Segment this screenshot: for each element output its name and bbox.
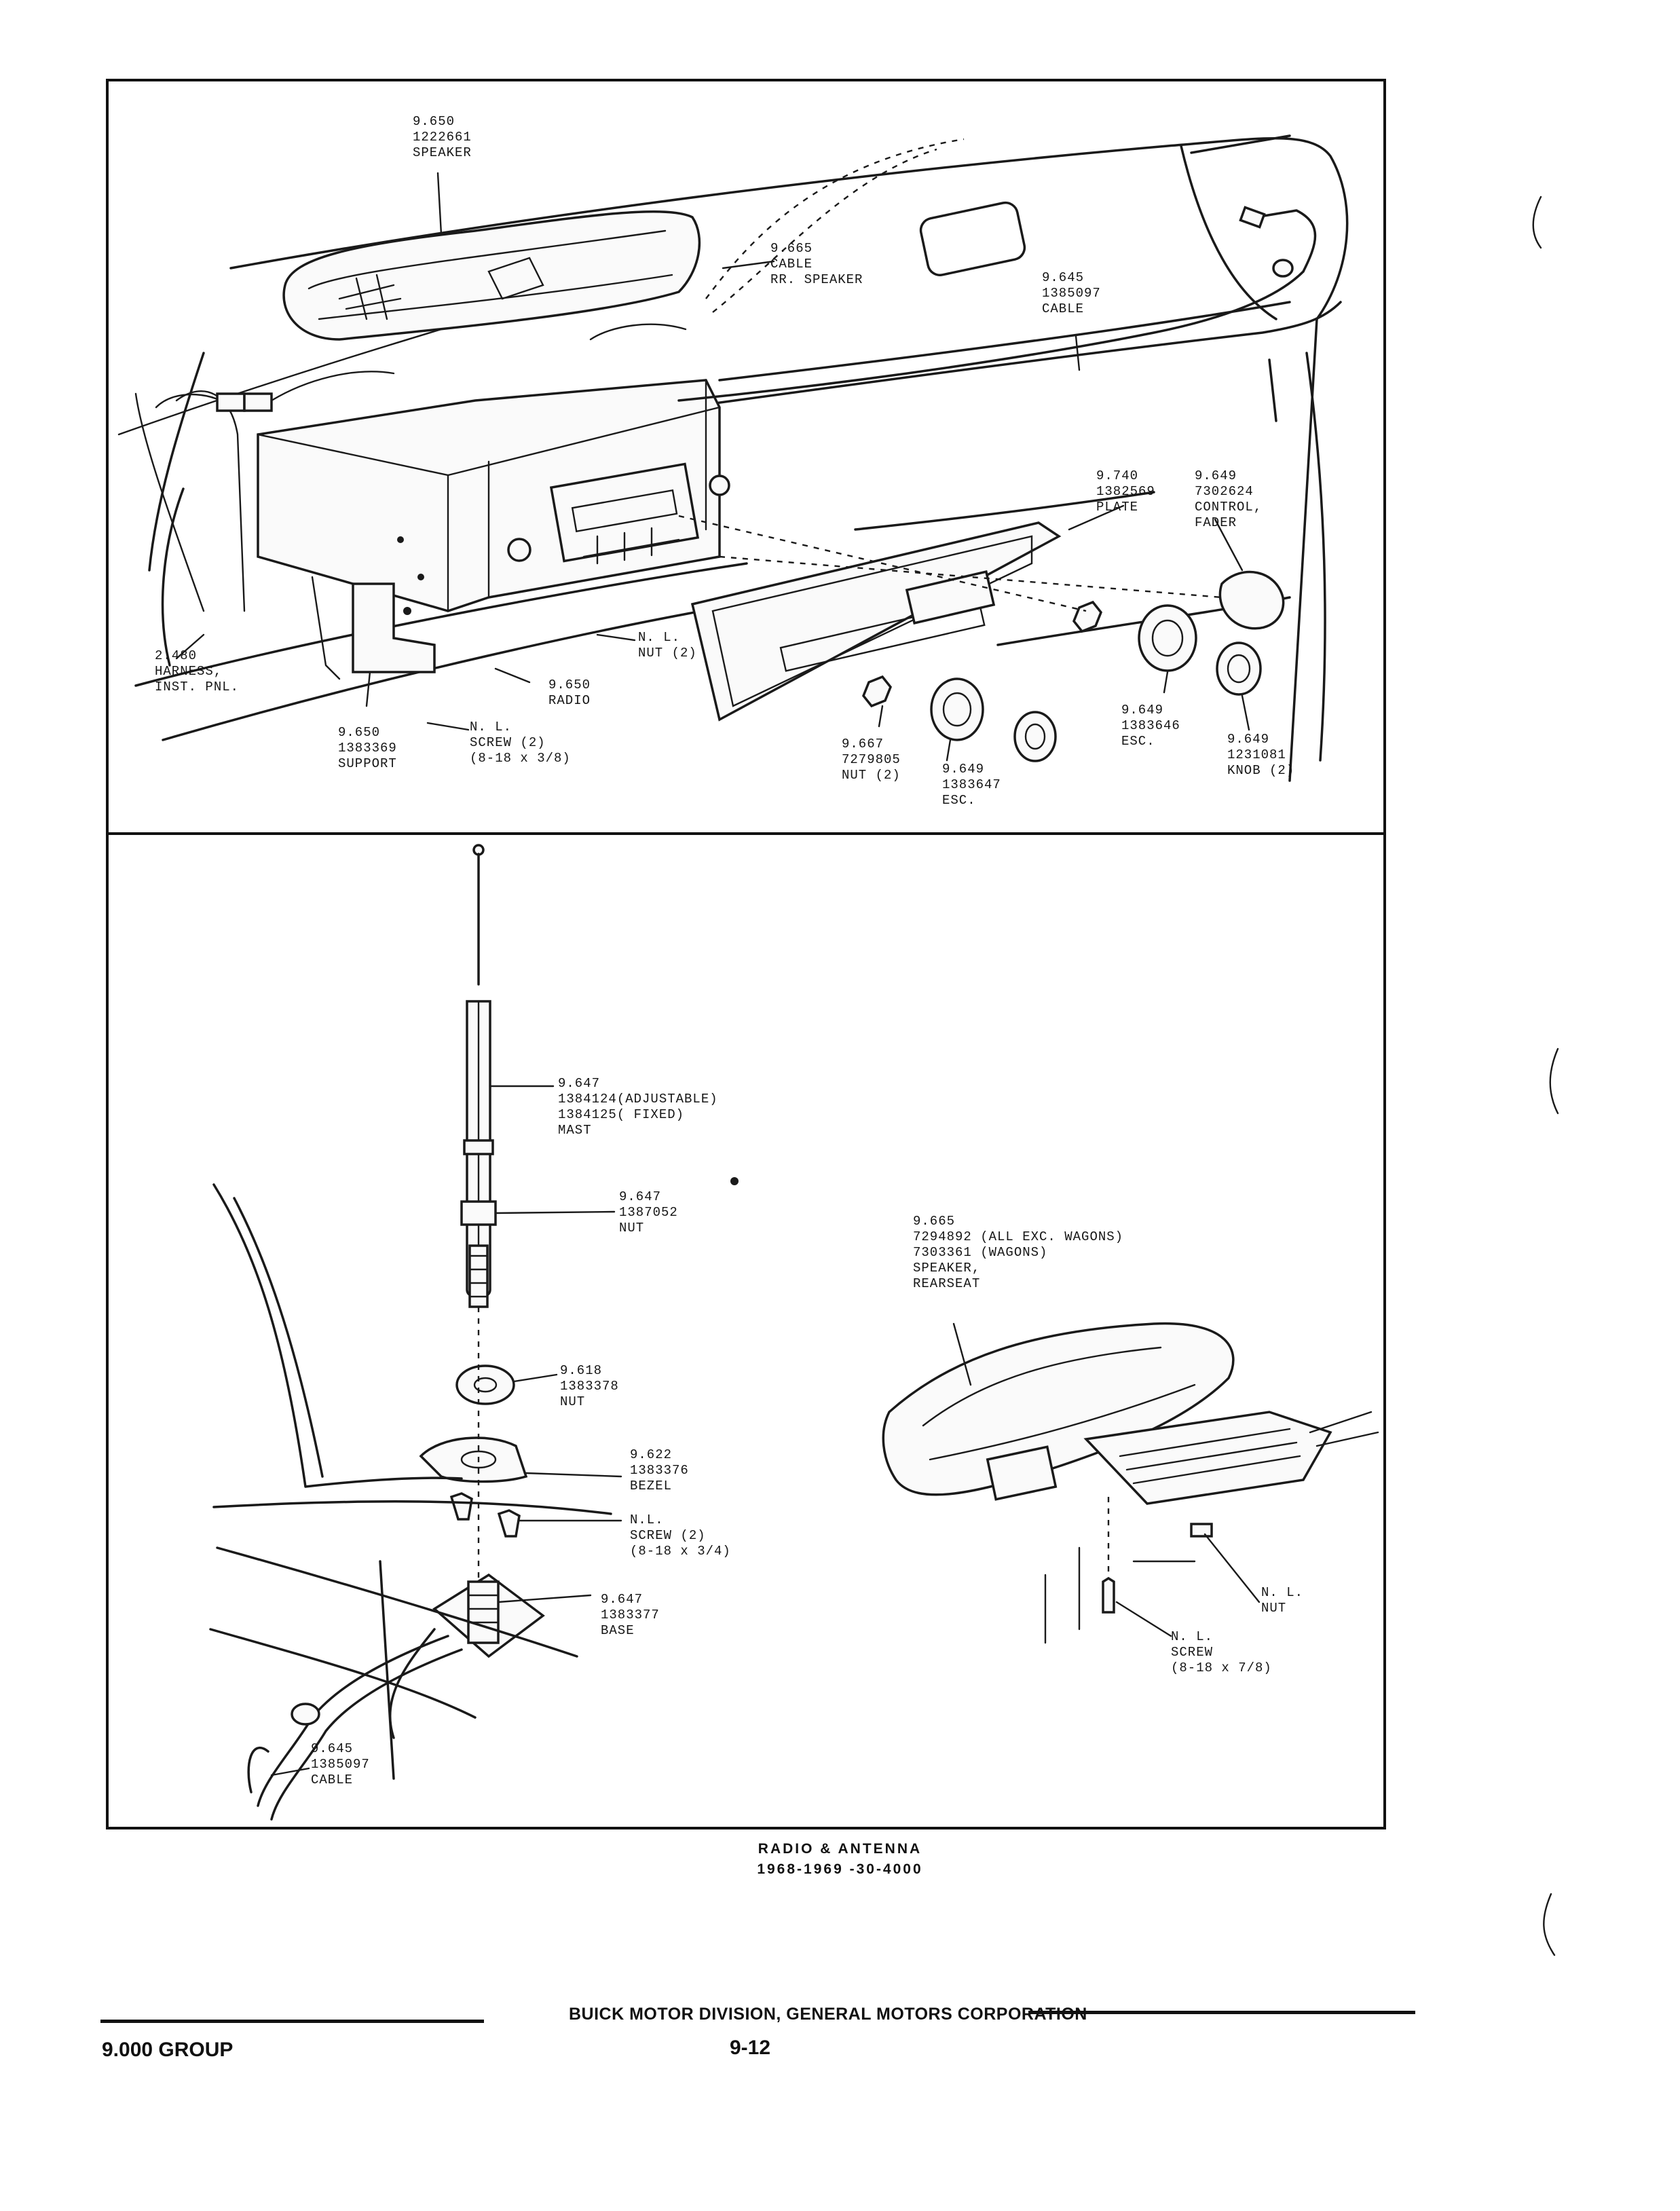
label-screw-nl-mid: N.L.SCREW (2)(8-18 x 3/4) — [630, 1512, 731, 1559]
antenna-cable-top-drawing — [677, 206, 1317, 402]
label-screw-nl-bottom: N. L.SCREW(8-18 x 7/8) — [1171, 1629, 1272, 1675]
diagram-frame — [106, 79, 1386, 1829]
glovebox-opening — [919, 201, 1026, 276]
scan-dot — [730, 1177, 739, 1185]
faceplate-and-knobs-drawing — [678, 515, 1285, 762]
fender-body-drawing — [209, 1183, 612, 1780]
label-screw-nl-top: N. L.SCREW (2)(8-18 x 3/8) — [470, 720, 571, 766]
figure-caption-title: RADIO & ANTENNA — [758, 1841, 922, 1857]
figure-caption-code: 1968-1969 -30-4000 — [757, 1861, 923, 1877]
margin-mark-3 — [1543, 1893, 1556, 1956]
footer-group: 9.000 GROUP — [102, 2039, 234, 2061]
label-nut-nl-bottom: N. L.NUT — [1261, 1585, 1304, 1616]
antenna-mast-drawing — [460, 844, 497, 1308]
leader-lines-speaker — [952, 1322, 1261, 1637]
footer-page-number: 9-12 — [730, 2037, 771, 2059]
antenna-nut-bezel-base-drawing — [419, 1307, 545, 1658]
radio-chassis-drawing — [257, 379, 730, 680]
leader-lines-antenna — [270, 1085, 622, 1777]
dash-speaker-drawing — [282, 210, 701, 341]
label-nut-nl-top: N. L.NUT (2) — [638, 630, 697, 661]
antenna-cable-bottom-drawing — [247, 1635, 463, 1821]
leader-lines-top — [175, 172, 1250, 762]
margin-mark-2 — [1549, 1047, 1559, 1115]
rear-speaker-cable-drawing — [589, 138, 965, 341]
footer-division: BUICK MOTOR DIVISION, GENERAL MOTORS COR… — [569, 2005, 1087, 2024]
rearseat-speaker-drawing — [882, 1322, 1379, 1644]
margin-mark-1 — [1532, 196, 1542, 249]
footer-rule-left — [100, 2020, 484, 2023]
footer-rule-right — [1028, 2011, 1415, 2014]
harness-drawing — [155, 371, 395, 412]
